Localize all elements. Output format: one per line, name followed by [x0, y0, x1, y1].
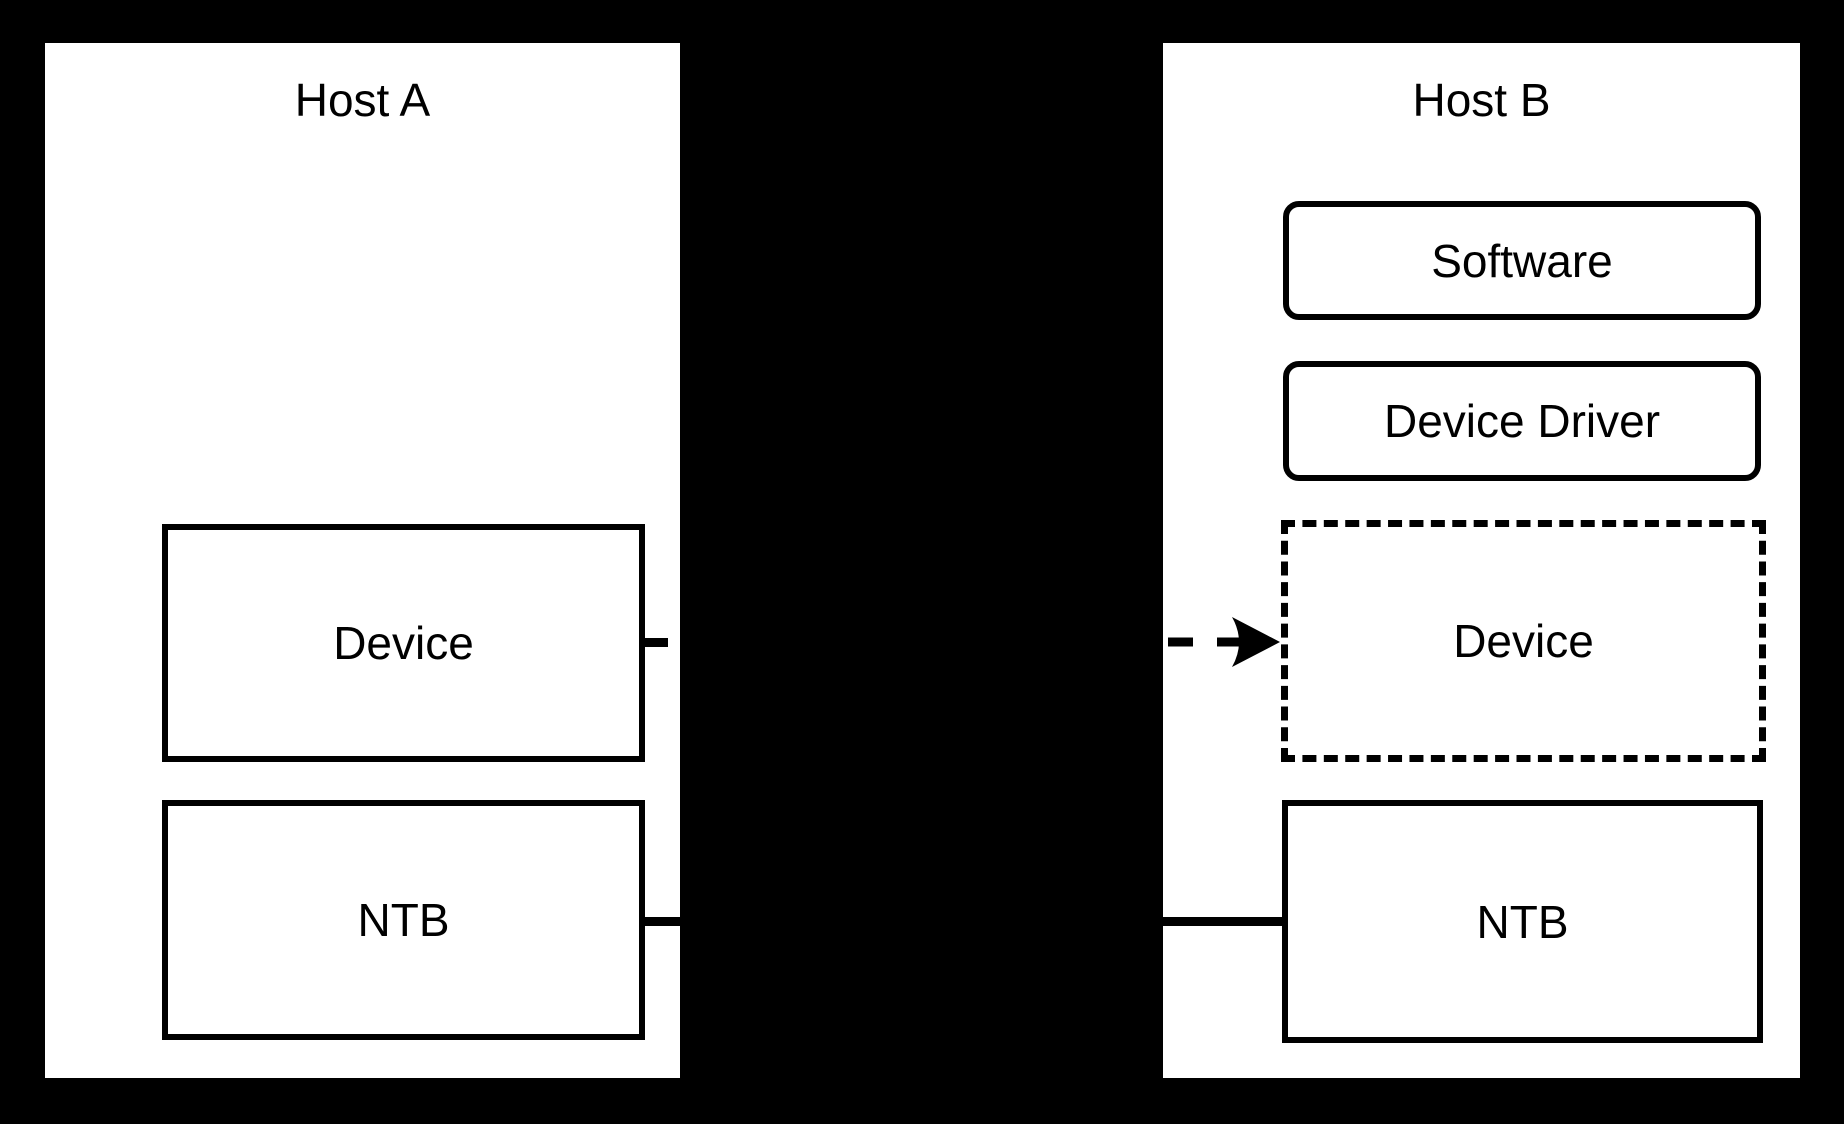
host-a-ntb-box: NTB	[162, 800, 645, 1040]
host-b-ntb-label: NTB	[1476, 895, 1569, 948]
device-link-dash-segment	[645, 638, 668, 647]
host-a-device-box: Device	[162, 524, 645, 762]
host-b-device-driver-label: Device Driver	[1383, 395, 1661, 447]
ntb-link-line-host-b	[1163, 917, 1282, 926]
host-b-device-label: Device	[1453, 615, 1594, 667]
host-b-title: Host B	[1412, 74, 1551, 126]
host-b-ntb-box: NTB	[1282, 800, 1763, 1043]
host-b-software-box: Software	[1283, 201, 1761, 320]
device-link-dashed-arrow	[1168, 617, 1280, 667]
host-a-device-label: Device	[333, 617, 474, 669]
host-a-ntb-label: NTB	[357, 894, 450, 946]
host-a-panel: Host A Device NTB	[45, 43, 680, 1078]
ntb-link-line-host-a	[645, 917, 680, 926]
host-b-device-driver-box: Device Driver	[1283, 361, 1761, 481]
host-a-title: Host A	[294, 74, 431, 126]
host-b-device-box-dashed: Device	[1281, 520, 1766, 762]
host-b-panel: Host B Software Device Driver Device NTB	[1163, 43, 1800, 1078]
host-b-software-label: Software	[1431, 234, 1613, 287]
arrowhead-icon	[1232, 617, 1280, 667]
